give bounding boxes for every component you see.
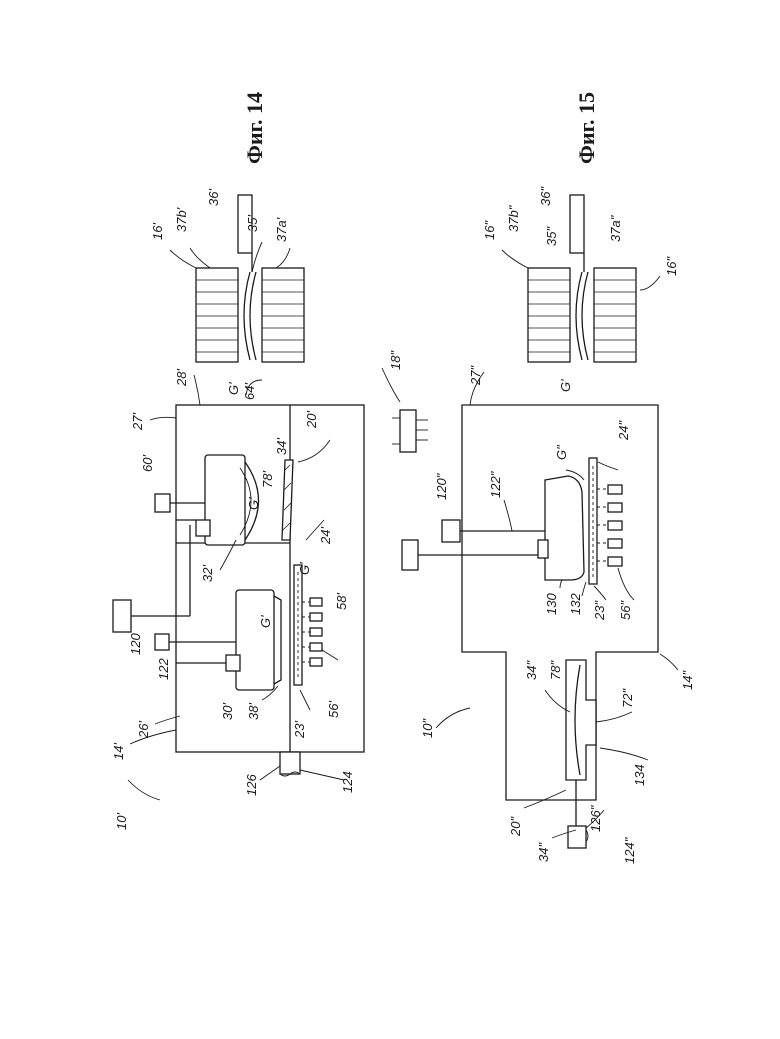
- label-g-prime-quench-15: G': [558, 379, 573, 392]
- label-124dblprime: 124": [622, 836, 637, 864]
- conveyor-symbol-18: [392, 410, 428, 452]
- label-36prime: 36': [206, 189, 221, 206]
- label-g-prime-quench: G': [226, 382, 241, 395]
- shuttle-126: [280, 752, 300, 776]
- label-72dblprime: 72": [620, 688, 635, 708]
- label-14dblprime: 14": [680, 670, 695, 690]
- label-126: 126: [244, 774, 259, 796]
- label-120: 120: [128, 633, 143, 655]
- figure-14-title: Фиг. 14: [242, 92, 267, 164]
- label-37a-dblprime: 37a": [608, 214, 623, 242]
- label-24dblprime: 24": [616, 420, 631, 441]
- label-78prime: 78': [260, 471, 275, 488]
- label-35prime: 35': [245, 215, 260, 232]
- label-16dblprime-bottom: 16": [664, 256, 679, 276]
- glass-sheet-34prime: [282, 460, 293, 540]
- nozzle-array-56dblprime: [597, 485, 622, 566]
- label-34dblprime-top: 34": [524, 660, 539, 680]
- label-58prime: 58': [334, 593, 349, 610]
- label-60prime: 60': [140, 455, 155, 472]
- label-18dblprime: 18": [388, 350, 403, 370]
- figure-15: Фиг. 15: [382, 92, 695, 864]
- label-g-dblprime: G": [554, 444, 569, 460]
- label-37b-dblprime: 37b": [506, 204, 521, 232]
- label-134: 134: [632, 764, 647, 786]
- label-g-prime-mould: G': [258, 615, 273, 628]
- label-124: 124: [340, 771, 355, 793]
- label-120dblprime: 120": [434, 472, 449, 500]
- ring-mould-23dblprime: [589, 458, 597, 584]
- label-16prime: 16': [150, 223, 165, 240]
- ring-mould-23prime: [294, 565, 302, 685]
- label-35dblprime: 35": [544, 226, 559, 246]
- label-34dblprime-bottom: 34": [536, 842, 551, 862]
- label-122: 122: [156, 658, 171, 680]
- label-g-prime-upper: G': [246, 497, 261, 510]
- label-23dblprime: 23": [592, 600, 607, 621]
- actuator-60prime: [155, 494, 205, 512]
- label-56dblprime: 56": [618, 600, 633, 620]
- label-122dblprime: 122": [488, 470, 503, 498]
- label-132: 132: [568, 593, 583, 615]
- label-27prime: 27': [130, 413, 145, 431]
- shuttle-126dblprime: [568, 826, 588, 848]
- label-23prime: 23': [292, 721, 307, 739]
- actuator-120dblprime: [402, 520, 545, 570]
- label-126dblprime: 126": [588, 804, 603, 832]
- label-30prime: 30': [220, 703, 235, 720]
- figure-14: Фиг. 14: [111, 92, 364, 830]
- label-130: 130: [544, 593, 559, 615]
- label-10dblprime: 10": [420, 718, 435, 738]
- label-37a-prime: 37a': [274, 217, 289, 242]
- label-g-prime-ring: G': [297, 562, 312, 575]
- label-37b-prime: 37b': [174, 207, 189, 232]
- vacuum-mould-130: [538, 476, 584, 580]
- label-20prime: 20': [304, 411, 319, 429]
- upper-mould-30prime: [176, 590, 281, 690]
- label-26prime: 26': [136, 721, 151, 739]
- label-10prime: 10': [114, 813, 129, 830]
- carrier-20dblprime: [566, 660, 596, 830]
- nozzle-array-58prime: [302, 598, 322, 666]
- label-34prime: 34': [274, 438, 289, 455]
- label-14prime: 14': [111, 743, 126, 760]
- label-27dblprime: 27": [468, 365, 483, 386]
- label-32prime: 32': [200, 565, 215, 582]
- label-24prime: 24': [318, 527, 333, 545]
- label-78dblprime-top: 78": [548, 660, 563, 680]
- label-56prime: 56': [326, 701, 341, 718]
- label-16dblprime-top: 16": [482, 220, 497, 240]
- label-36dblprime: 36": [538, 186, 553, 206]
- label-38prime: 38': [246, 703, 261, 720]
- label-28prime: 28': [174, 369, 189, 387]
- figure-15-title: Фиг. 15: [574, 92, 599, 164]
- label-20dblprime: 20": [508, 816, 523, 837]
